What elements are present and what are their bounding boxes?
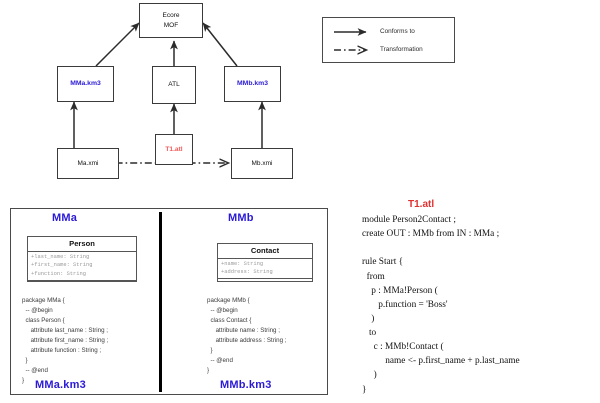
legend-box: Conforms to Transformation [322,17,455,63]
mmb-km3-file-label: MMb.km3 [220,379,272,391]
uml-class-person-attributes: +last_name: String +first_name: String +… [28,252,136,281]
node-mmb-km3-label: MMb.km3 [237,79,268,87]
uml-class-contact-name: Contact [218,244,312,259]
uml-attribute: +last_name: String [31,253,90,260]
node-atl-label: ATL [168,81,180,89]
node-ma-xmi: Ma.xmi [57,148,119,179]
node-mma-km3: MMa.km3 [57,66,114,102]
uml-class-contact: Contact +name: String +address: String [217,243,313,282]
legend-label-transformation: Transformation [380,46,423,53]
node-mmb-km3: MMb.km3 [224,66,281,102]
legend-glyphs [334,28,456,64]
uml-class-person-operations [28,281,136,285]
node-t1-atl-label: T1.atl [165,145,183,153]
panel-divider [159,212,162,392]
node-mb-xmi: Mb.xmi [231,148,293,179]
mmb-km3-code: package MMb { -- @begin class Contact { … [207,297,287,375]
mma-km3-code: package MMa { -- @begin class Person { a… [22,297,109,385]
uml-class-contact-operations [218,279,312,283]
node-mb-xmi-label: Mb.xmi [251,159,273,167]
mma-km3-file-label: MMa.km3 [35,379,86,391]
node-ecore-line1: Ecore [162,11,180,19]
node-atl: ATL [152,66,196,104]
atl-title: T1.atl [408,199,435,210]
node-ma-xmi-label: Ma.xmi [77,159,99,167]
legend-item-transformation: Transformation [380,46,423,53]
uml-attribute: +first_name: String [31,262,93,269]
uml-class-contact-attributes: +name: String +address: String [218,259,312,279]
atl-code: module Person2Contact ; create OUT : MMb… [362,215,520,395]
uml-class-person-name: Person [28,237,136,252]
node-ecore-mof: Ecore MOF [139,3,203,38]
uml-attribute: +function: String [31,271,86,277]
node-t1-atl: T1.atl [155,134,193,165]
uml-attribute: +address: String [221,269,273,276]
legend-label-conforms-to: Conforms to [380,28,415,35]
mmb-title: MMb [228,212,254,224]
node-mma-km3-label: MMa.km3 [70,79,101,87]
uml-attribute: +name: String [221,260,264,267]
node-ecore-line2: MOF [163,21,179,29]
mma-title: MMa [52,212,78,224]
uml-class-person: Person +last_name: String +first_name: S… [27,236,137,282]
legend-item-conforms-to: Conforms to [380,28,415,35]
